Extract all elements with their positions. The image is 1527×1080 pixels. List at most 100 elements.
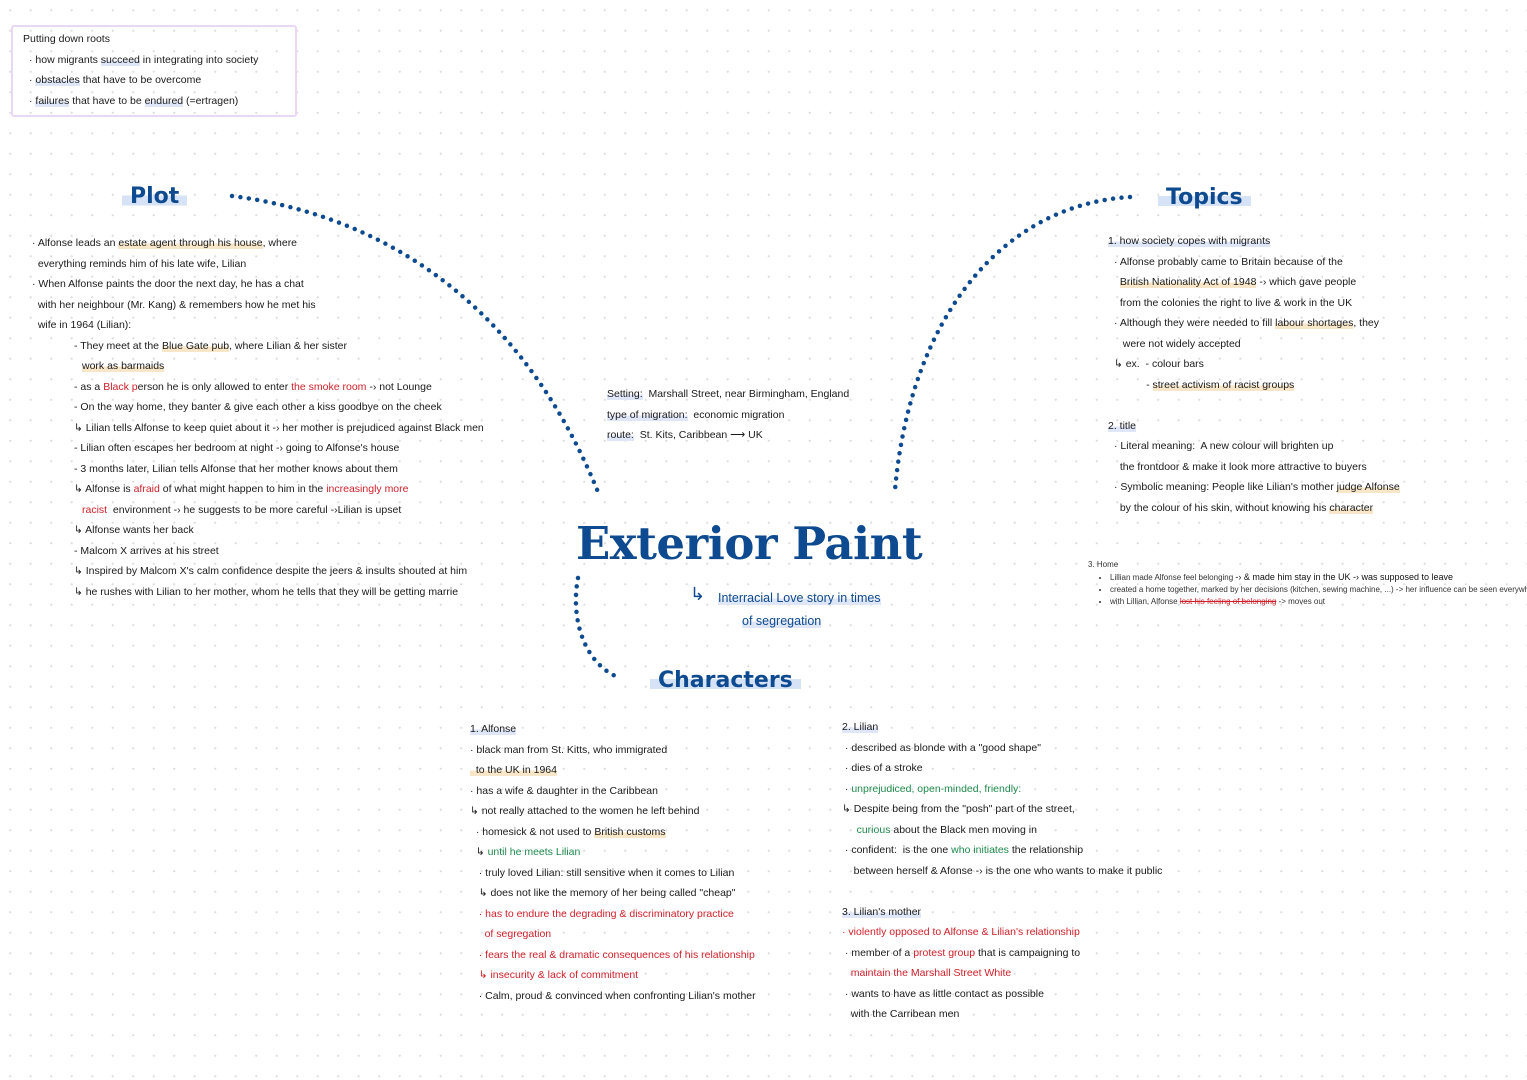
note-line: · Symbolic meaning: People like Lilian's…	[1108, 477, 1400, 498]
text-segment: were not widely accepted	[1114, 337, 1241, 350]
note-line: racist environment -› he suggests to be …	[32, 500, 484, 521]
note-line	[842, 881, 1162, 902]
text-segment: -	[1114, 378, 1153, 391]
home-item: with Lillian, Alfonse lost his feeling o…	[1110, 596, 1527, 608]
text-segment: that have to be	[69, 94, 145, 107]
text-segment: St. Kits, Caribbean ⟶ UK	[633, 429, 763, 441]
home-title: 3. Home	[1088, 560, 1119, 569]
text-segment: - They meet at the	[74, 339, 162, 352]
note-line	[1108, 395, 1400, 416]
lilian-list: 2. Lilian · described as blonde with a "…	[842, 717, 1162, 1025]
text-segment: that have to be overcome	[79, 74, 202, 86]
note-line: · obstacles that have to be overcome	[23, 70, 295, 91]
highlighted-text-green: curious	[856, 823, 891, 836]
text-segment: , they	[1353, 317, 1380, 329]
text-segment: -› not Lounge	[366, 380, 432, 393]
text-segment: ↳ ex. - colour bars	[1114, 358, 1204, 370]
plot-connector	[229, 193, 601, 495]
characters-heading: Characters	[650, 668, 801, 693]
highlighted-text-red: Black p	[103, 380, 138, 393]
note-line: · has a wife & daughter in the Caribbean	[470, 781, 756, 802]
note-line: work as barmaids	[32, 356, 484, 377]
text-segment: · homesick & not used to	[470, 825, 595, 838]
note-line: · dies of a stroke	[842, 758, 1162, 779]
text-segment: ↳ Inspired by Malcom X's calm confidence…	[74, 565, 468, 577]
text-segment: · how migrants	[29, 53, 101, 66]
text-segment: that is campaigning to	[975, 946, 1081, 959]
note-line: wife in 1964 (Lilian):	[32, 315, 484, 336]
text-segment: everything reminds him of his late wife,…	[32, 257, 247, 270]
text-segment: 2. title	[1108, 419, 1137, 432]
note-line: · Alfonse probably came to Britain becau…	[1108, 252, 1400, 273]
text-segment: failures	[35, 94, 70, 107]
note-line: were not widely accepted	[1108, 334, 1400, 355]
text-segment: ·	[842, 782, 852, 795]
text-segment: - Malcom X arrives at his street	[74, 544, 219, 557]
tagline-line2: of segregation	[742, 614, 822, 628]
note-line: route: St. Kits, Caribbean ⟶ UK	[607, 425, 849, 446]
note-line: · violently opposed to Alfonse & Lilian'…	[842, 922, 1162, 943]
note-line: 1. Alfonse	[470, 719, 756, 740]
highlighted-text-red: protest group	[913, 946, 976, 959]
note-line: 2. Lilian	[842, 717, 1162, 738]
note-line: maintain the Marshall Street White	[842, 963, 1162, 984]
text-segment: ↳ Alfonse is	[74, 483, 134, 495]
text-segment: ·	[29, 94, 36, 107]
note-line: ↳ Lilian tells Alfonse to keep quiet abo…	[32, 418, 484, 439]
text-segment: · Alfonse leads an	[32, 237, 119, 249]
text-segment: estate agent through his house	[118, 237, 263, 249]
text-segment: about the Black men moving in	[890, 823, 1037, 836]
text-segment: lost his feeling of belonging	[1179, 597, 1277, 606]
text-segment: ↳ Despite being from the "posh" part of …	[842, 803, 1075, 815]
text-segment: British Nationality Act of 1948	[1119, 276, 1257, 288]
text-segment: street activism of racist groups	[1152, 378, 1295, 391]
note-line: from the colonies the right to live & wo…	[1108, 293, 1400, 314]
text-segment: 2. Lilian	[842, 721, 879, 733]
text-segment: created a home together, marked by her d…	[1110, 585, 1527, 594]
highlighted-text-red: · has to endure the degrading & discrimi…	[470, 907, 734, 920]
text-segment: Marshall Street, near Birmingham, Englan…	[642, 388, 850, 400]
note-line: - as a Black person he is only allowed t…	[32, 377, 484, 398]
note-line: - Lilian often escapes her bedroom at ni…	[32, 438, 484, 459]
text-segment: environment -› he suggests to be more ca…	[107, 503, 402, 516]
text-segment: , where Lilian & her sister	[229, 339, 347, 352]
text-segment: · member of a	[842, 946, 914, 959]
text-segment: judge Alfonse	[1336, 481, 1400, 493]
text-segment: - 3 months later, Lilian tells Alfonse t…	[74, 462, 398, 475]
note-line: - They meet at the Blue Gate pub, where …	[32, 336, 484, 357]
topics-list: 1. how society copes with migrants · Alfo…	[1108, 231, 1400, 518]
text-segment: 1. how society copes with migrants	[1108, 235, 1271, 247]
highlighted-text-red: increasingly more	[326, 483, 409, 495]
text-segment: ·	[29, 74, 36, 86]
text-segment: type of migration:	[607, 408, 688, 421]
text-segment: succeed	[100, 53, 140, 66]
highlighted-text-red: ↳ insecurity & lack of commitment	[470, 969, 639, 981]
note-line: · member of a protest group that is camp…	[842, 943, 1162, 964]
text-segment: to the UK in 1964	[470, 764, 557, 776]
text-segment: · Literal meaning: A new colour will bri…	[1114, 440, 1334, 452]
note-line: type of migration: economic migration	[607, 405, 849, 426]
note-line: - On the way home, they banter & give ea…	[32, 397, 484, 418]
note-line: · wants to have as little contact as pos…	[842, 984, 1162, 1005]
text-segment: · truly loved Lilian: still sensitive wh…	[470, 866, 735, 879]
text-segment: -> moves out	[1276, 597, 1326, 606]
text-segment: ↳	[470, 846, 488, 858]
home-item: Lillian made Alfonse feel belonging -› &…	[1110, 571, 1527, 584]
highlighted-text-red: afraid	[133, 483, 160, 495]
text-segment: economic migration	[687, 408, 785, 421]
note-line: · black man from St. Kitts, who immigrat…	[470, 740, 756, 761]
alfonse-list: 1. Alfonse · black man from St. Kitts, wh…	[470, 719, 756, 1006]
note-line: · has to endure the degrading & discrimi…	[470, 904, 756, 925]
text-segment: - as a	[74, 380, 104, 393]
characters-connector	[573, 575, 623, 681]
text-segment: · Although they were needed to fill	[1114, 317, 1276, 329]
note-line: ↳ Alfonse is afraid of what might happen…	[32, 479, 484, 500]
plot-list: · Alfonse leads an estate agent through …	[32, 233, 484, 602]
text-segment: 1. Alfonse	[470, 723, 517, 735]
text-segment: - Lilian often escapes her bedroom at ni…	[74, 442, 400, 454]
highlighted-text-red: of segregation	[470, 928, 552, 940]
intro-list: · how migrants succeed in integrating in…	[23, 50, 295, 112]
note-line: · Alfonse leads an estate agent through …	[32, 233, 484, 254]
note-line: ↳ he rushes with Lilian to her mother, w…	[32, 582, 484, 603]
highlighted-text-green: unprejudiced, open-minded, friendly:	[851, 782, 1022, 795]
